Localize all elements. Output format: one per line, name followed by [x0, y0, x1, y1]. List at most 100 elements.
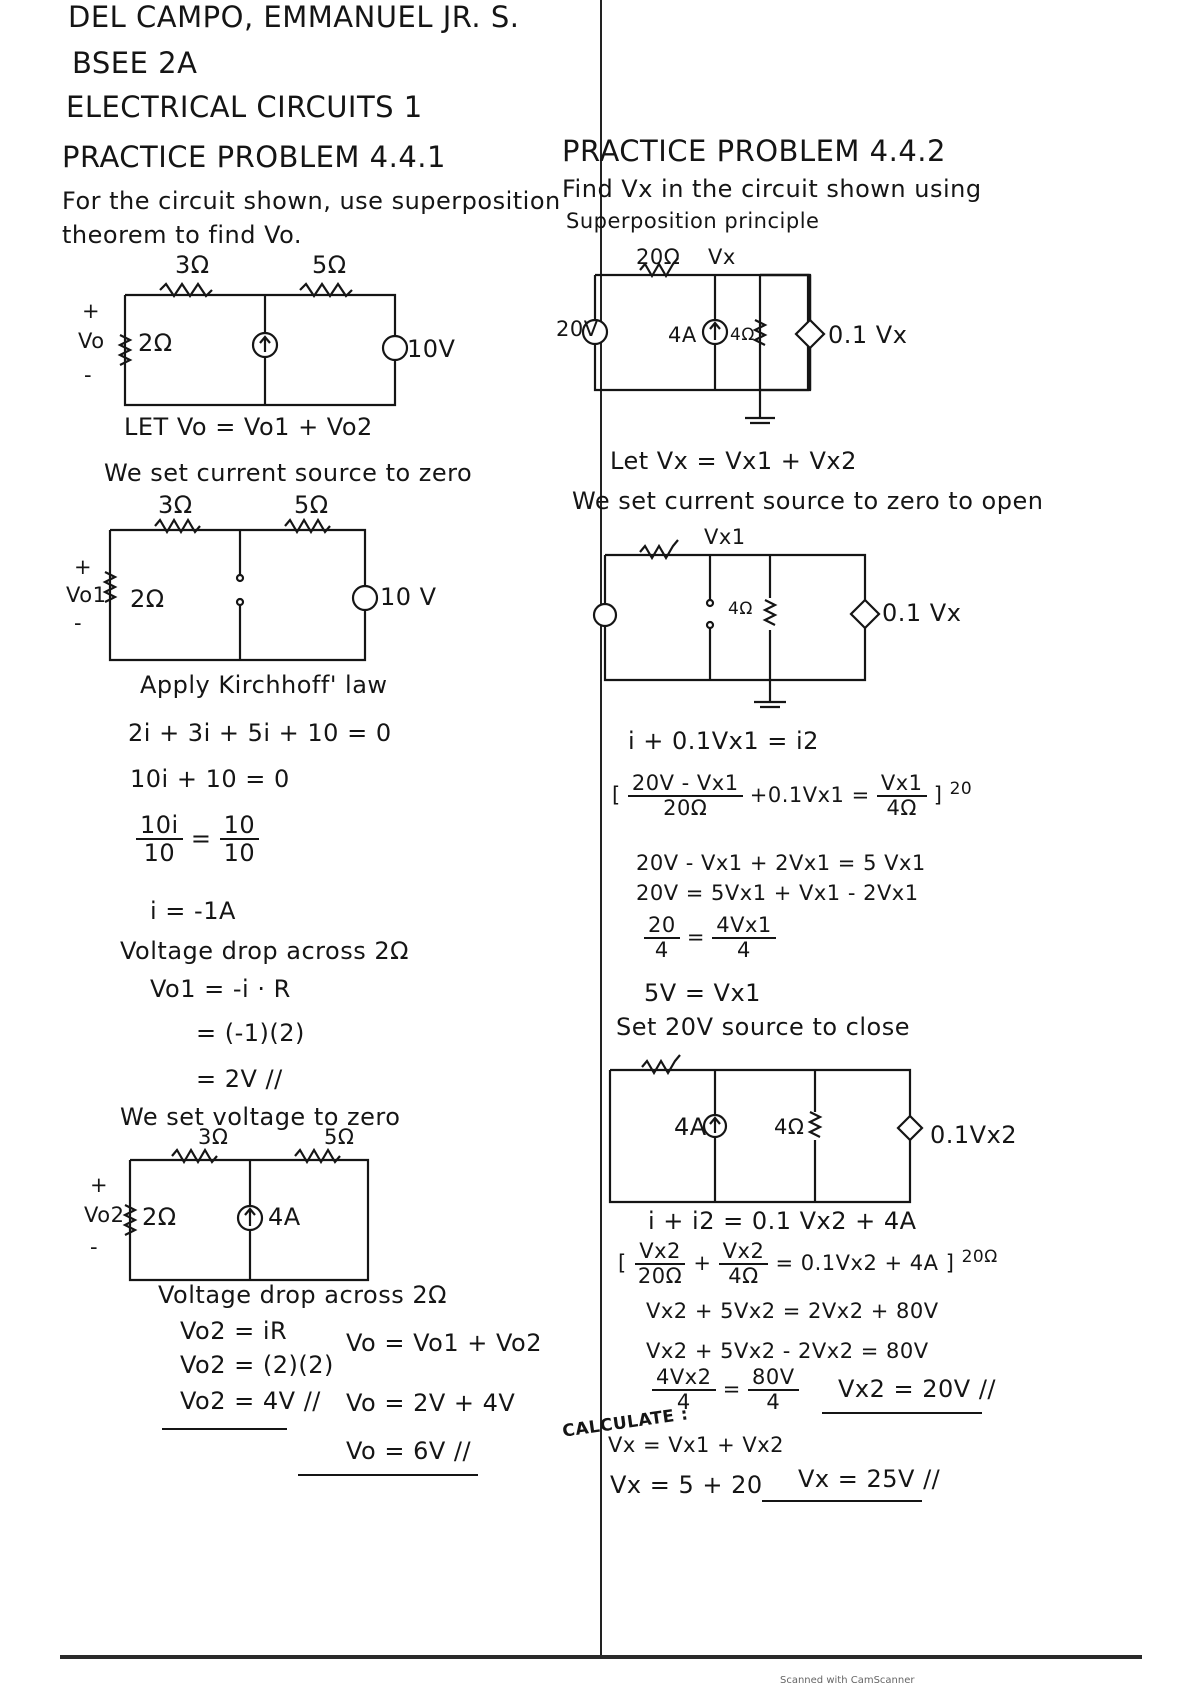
left-let: LET Vo = Vo1 + Vo2: [124, 413, 373, 441]
left-eq1: 2i + 3i + 5i + 10 = 0: [128, 719, 392, 747]
c3-vo-label: Vo2: [84, 1203, 125, 1227]
right-step1: We set current source to zero to open: [572, 487, 1044, 515]
right-eq11-num-r: 80V: [748, 1365, 799, 1392]
right-eq8-plus: +: [693, 1251, 712, 1276]
left-eq10: Vo2 = 4V //: [180, 1387, 321, 1415]
course-title: ELECTRICAL CIRCUITS 1: [66, 90, 423, 124]
student-section: BSEE 2A: [72, 46, 198, 80]
right-eq2-mid: +0.1Vx1 =: [749, 783, 870, 808]
left-vdrop1: Voltage drop across 2Ω: [120, 937, 409, 965]
left-step1: We set current source to zero: [104, 459, 473, 487]
left-eq3-num-r: 10: [219, 812, 260, 841]
right-eq4: 20V = 5Vx1 + Vx1 - 2Vx1: [636, 881, 919, 905]
left-eq3-equals: =: [190, 824, 212, 853]
left-eq5: Vo1 = -i · R: [150, 975, 291, 1003]
rc1-vs-label: 20V: [556, 317, 599, 341]
c2-r1-label: 3Ω: [158, 491, 193, 519]
right-circuit-2: [592, 539, 881, 709]
right-eq15-underline: [762, 1500, 922, 1502]
right-step2: Set 20V source to close: [616, 1013, 910, 1041]
right-eq10: Vx2 + 5Vx2 - 2Vx2 = 80V: [646, 1339, 929, 1363]
left-eq13: Vo = 6V //: [346, 1437, 472, 1465]
c3-minus: -: [90, 1235, 99, 1259]
c3-is-label: 4A: [268, 1203, 301, 1231]
c1-vs-label: 10V: [407, 335, 456, 363]
left-eq2: 10i + 10 = 0: [130, 765, 290, 793]
left-vdrop2: Voltage drop across 2Ω: [158, 1281, 447, 1309]
right-eq5-num-l: 20: [644, 913, 680, 940]
right-eq8-den-b: 4Ω: [728, 1264, 759, 1289]
rc3-is-label: 4A: [674, 1113, 707, 1141]
rc2-r2-label: 4Ω: [728, 599, 753, 619]
right-eq8-num-b: Vx2: [718, 1239, 769, 1266]
left-eq10-underline: [162, 1428, 287, 1430]
rc1-dep-label: 0.1 Vx: [828, 321, 908, 349]
right-eq9: Vx2 + 5Vx2 = 2Vx2 + 80V: [646, 1299, 939, 1323]
rc3-r2-label: 4Ω: [774, 1115, 805, 1139]
left-eq3-den-l: 10: [143, 839, 176, 868]
left-apply: Apply Kirchhoff' law: [140, 671, 388, 699]
right-eq2-den-a: 20Ω: [663, 796, 708, 821]
right-statement-line2: Superposition principle: [566, 209, 820, 233]
c1-r3-label: 2Ω: [138, 329, 173, 357]
right-circuit-1: [581, 257, 826, 425]
right-eq2-den-b: 4Ω: [886, 796, 917, 821]
left-circuit-2: [102, 517, 379, 662]
left-statement-line1: For the circuit shown, use superposition: [62, 187, 561, 215]
c2-r2-label: 5Ω: [294, 491, 329, 519]
c3-r3-label: 2Ω: [142, 1203, 177, 1231]
right-eq8-num-a: Vx2: [635, 1239, 685, 1266]
rc1-r2-label: 4Ω: [730, 325, 755, 345]
left-eq3-num-l: 10i: [136, 812, 183, 841]
left-statement-line2: theorem to find Vo.: [62, 221, 303, 249]
student-name: DEL CAMPO, EMMANUEL JR. S.: [68, 0, 520, 34]
left-problem-title: PRACTICE PROBLEM 4.4.1: [62, 140, 446, 174]
c1-minus: -: [84, 363, 93, 387]
c1-vo-label: Vo: [78, 329, 105, 353]
right-statement-line1: Find Vx in the circuit shown using: [562, 175, 982, 203]
right-eq11-equals: =: [722, 1377, 741, 1402]
left-eq13-underline: [298, 1474, 478, 1476]
c2-vo-label: Vo1: [66, 583, 107, 607]
right-eq6: 5V = Vx1: [644, 979, 761, 1007]
left-eq11: Vo = Vo1 + Vo2: [346, 1329, 542, 1357]
c2-minus: -: [74, 611, 83, 635]
c2-r3-label: 2Ω: [130, 585, 165, 613]
c3-r2-label: 5Ω: [324, 1125, 355, 1149]
right-eq8-den-a: 20Ω: [637, 1264, 683, 1289]
right-eq2-num-b: Vx1: [876, 771, 927, 798]
right-eq11-den-l: 4: [676, 1390, 691, 1415]
left-eq12: Vo = 2V + 4V: [346, 1389, 516, 1417]
right-eq5-num-r: 4Vx1: [712, 913, 776, 940]
right-eq11-den-r: 4: [766, 1390, 781, 1415]
rc1-is-label: 4A: [668, 323, 697, 347]
rc1-r1-label: 20Ω: [636, 245, 681, 269]
right-eq2-num-a: 20V - Vx1: [627, 771, 743, 798]
right-eq14: Vx = 5 + 20: [610, 1471, 763, 1499]
c3-plus: +: [90, 1173, 109, 1197]
left-circuit-3: [122, 1147, 370, 1282]
left-eq4: i = -1A: [150, 897, 236, 925]
c3-r1-label: 3Ω: [198, 1125, 229, 1149]
right-eq5-den-l: 4: [654, 938, 669, 963]
rc1-vx-label: Vx: [708, 245, 736, 269]
left-eq3-den-r: 10: [223, 839, 256, 868]
c1-r1-label: 3Ω: [175, 251, 210, 279]
right-eq5-den-r: 4: [737, 938, 751, 963]
left-eq8: Vo2 = iR: [180, 1317, 288, 1345]
left-eq7: = 2V //: [196, 1065, 283, 1093]
right-eq11-num-l: 4Vx2: [652, 1365, 716, 1392]
right-problem-title: PRACTICE PROBLEM 4.4.2: [562, 134, 946, 168]
scanner-footer: Scanned with CamScanner: [780, 1675, 915, 1686]
c1-plus: +: [82, 299, 101, 323]
right-eq12: Vx2 = 20V //: [838, 1375, 997, 1403]
c2-vs-label: 10 V: [380, 583, 437, 611]
right-eq1: i + 0.1Vx1 = i2: [628, 727, 819, 755]
right-eq5-equals: =: [686, 925, 706, 950]
left-eq9: Vo2 = (2)(2): [180, 1351, 334, 1379]
page-bottom-edge: [60, 1655, 1142, 1659]
